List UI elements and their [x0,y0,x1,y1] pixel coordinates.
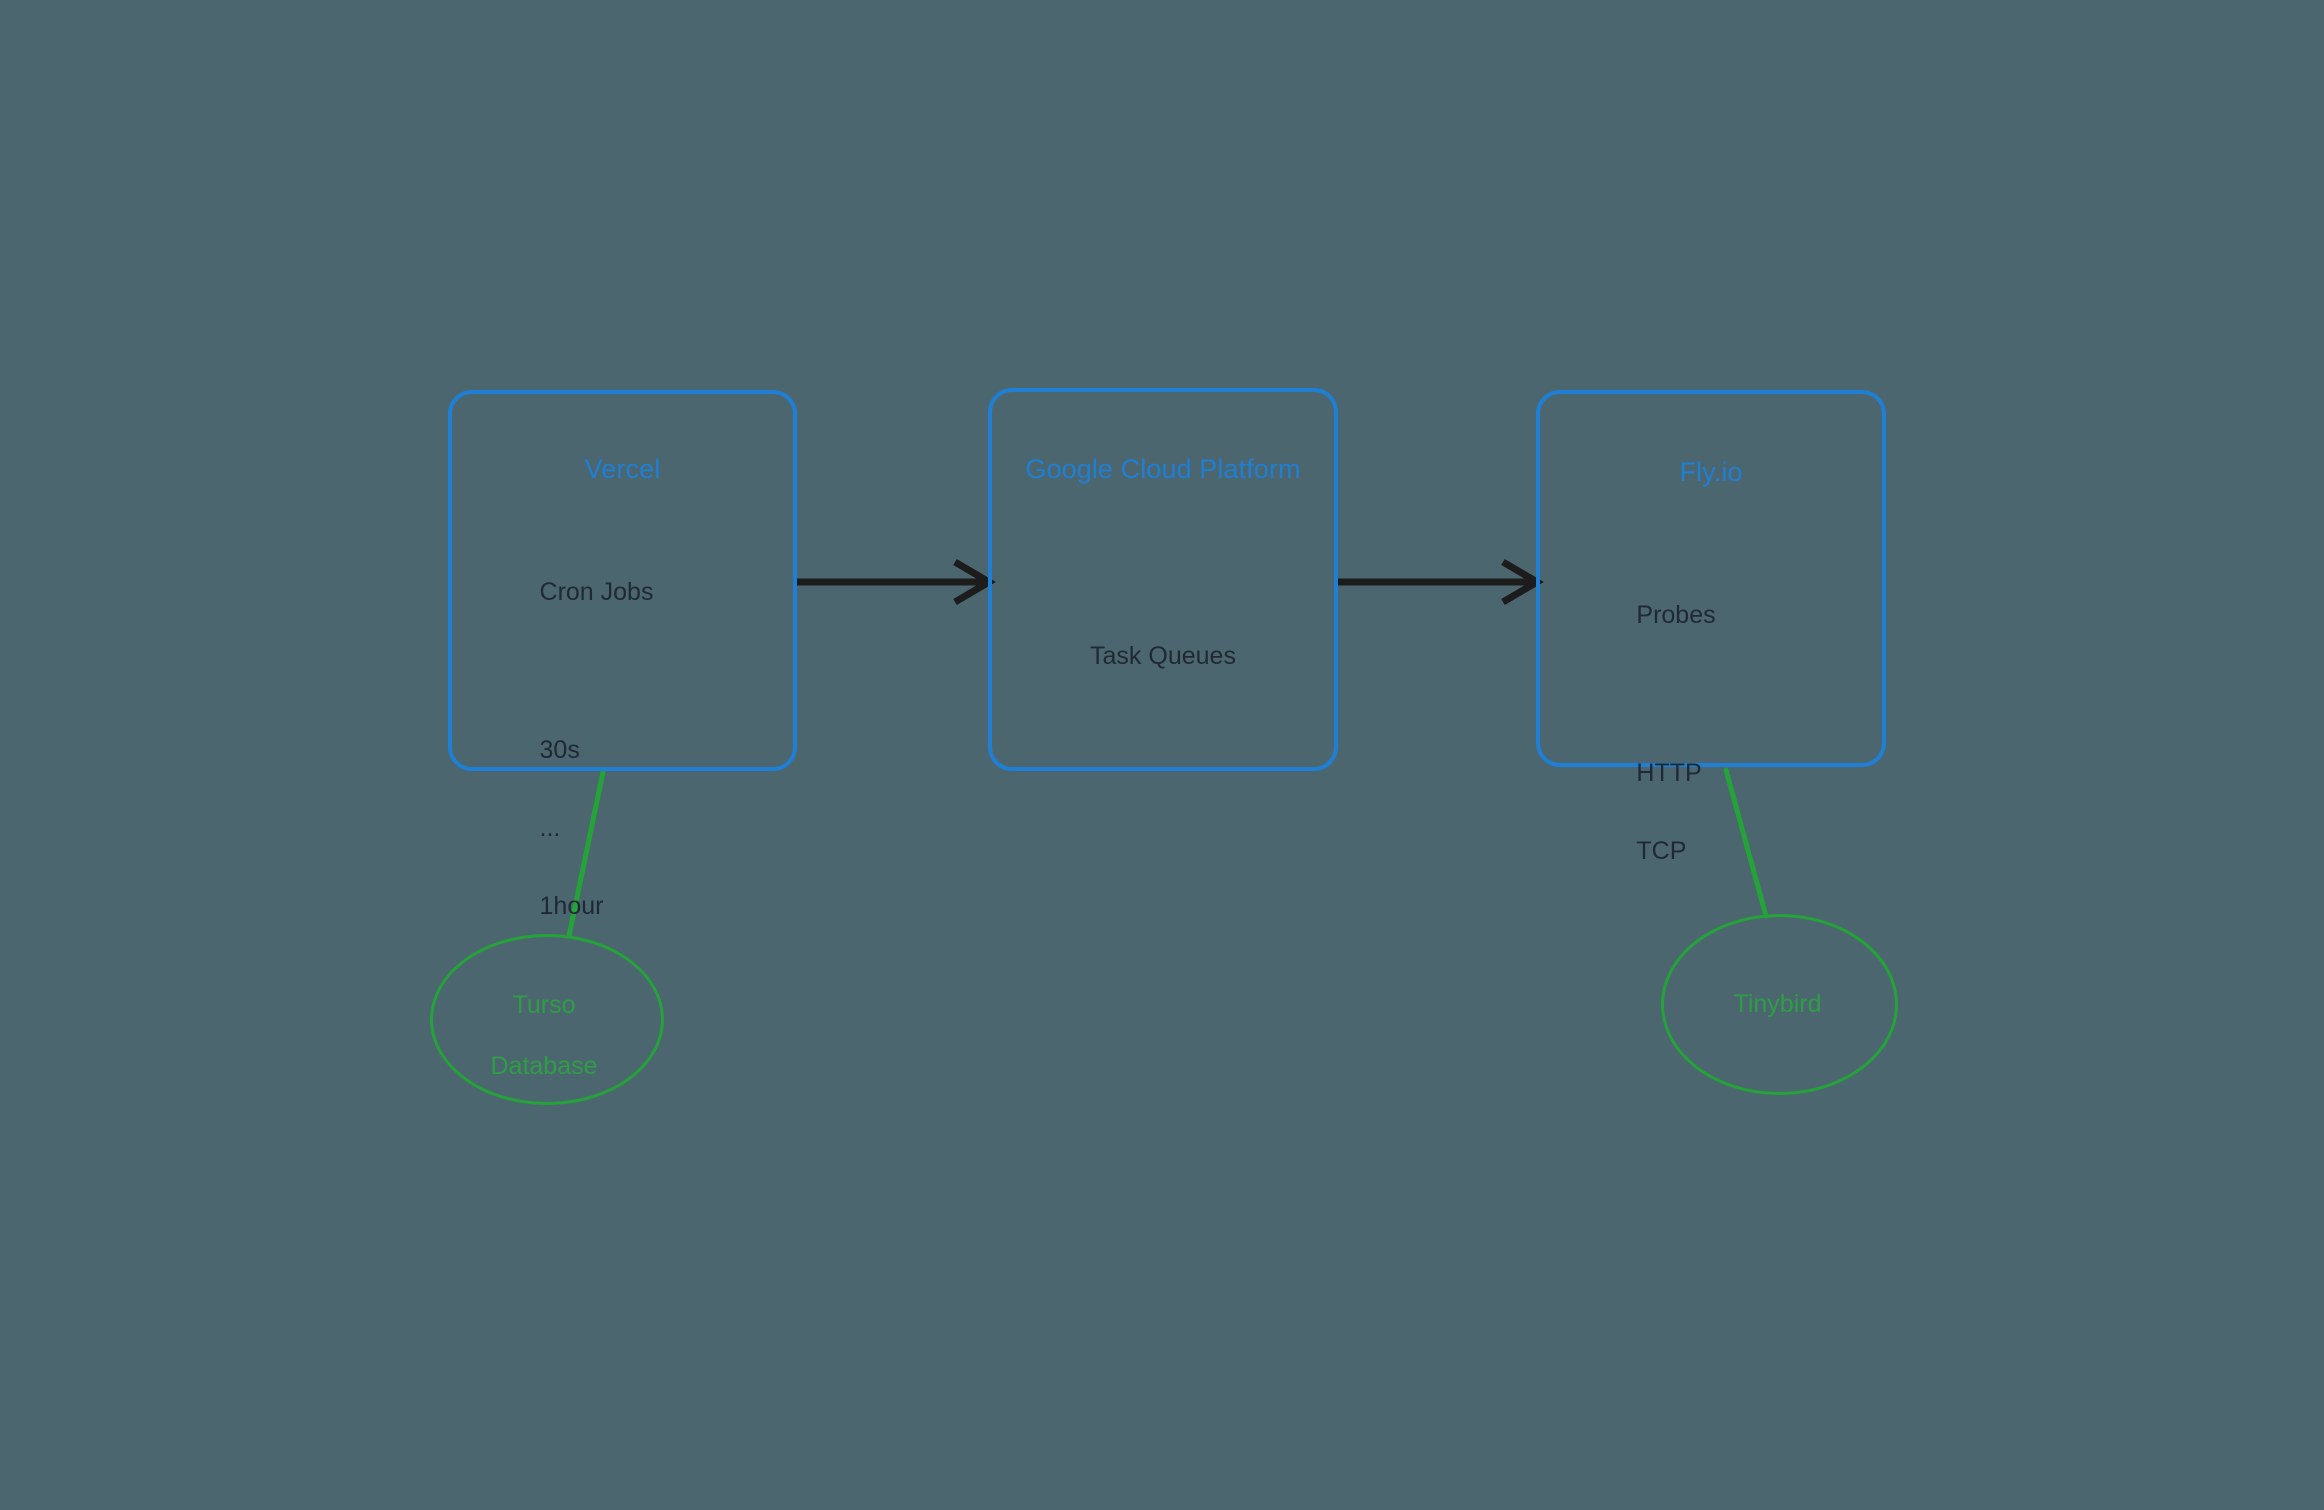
node-tinybird[interactable]: Tinybird [1661,914,1898,1095]
node-gcp-line-task-queues: Task Queues [1090,642,1236,670]
node-vercel[interactable]: Vercel Cron Jobs 30s ... 1hour [448,390,797,919]
node-fly-io[interactable]: Fly.io Probes HTTP TCP [1536,390,1886,864]
node-fly-title: Fly.io [1679,457,1743,487]
node-gcp-title: Google Cloud Platform [1025,454,1301,484]
node-gcp-body: Task Queues [1090,591,1236,721]
node-fly-line-http: HTTP [1636,759,1702,787]
node-vercel-line-30s: 30s [539,736,580,764]
node-fly-body: Probes HTTP TCP [1636,550,1715,916]
node-vercel-line-cron-jobs: Cron Jobs [539,578,654,606]
edge-gcp-to-fly [1337,558,1544,606]
node-vercel-title: Vercel [584,454,661,484]
node-turso-database[interactable]: Turso Database [430,934,664,1105]
node-vercel-line-1hour: 1hour [539,892,604,920]
node-vercel-line-ellipsis: ... [539,814,561,842]
edge-vercel-to-gcp [795,558,996,606]
node-google-cloud-platform[interactable]: Google Cloud Platform Task Queues [988,388,1338,771]
node-fly-body-spacer [1636,680,1715,708]
node-tinybird-label: Tinybird [1733,990,1822,1019]
node-fly-line-tcp: TCP [1636,837,1687,865]
node-vercel-body: Cron Jobs 30s ... 1hour [540,527,654,971]
edge-fly-to-tinybird [1723,767,1769,919]
node-fly-line-probes: Probes [1636,601,1716,629]
node-vercel-body-spacer [540,657,654,685]
node-turso-label-line1: Turso [512,991,576,1019]
node-turso-label-line2: Database [490,1052,598,1080]
node-turso-label: Turso Database [490,960,597,1082]
